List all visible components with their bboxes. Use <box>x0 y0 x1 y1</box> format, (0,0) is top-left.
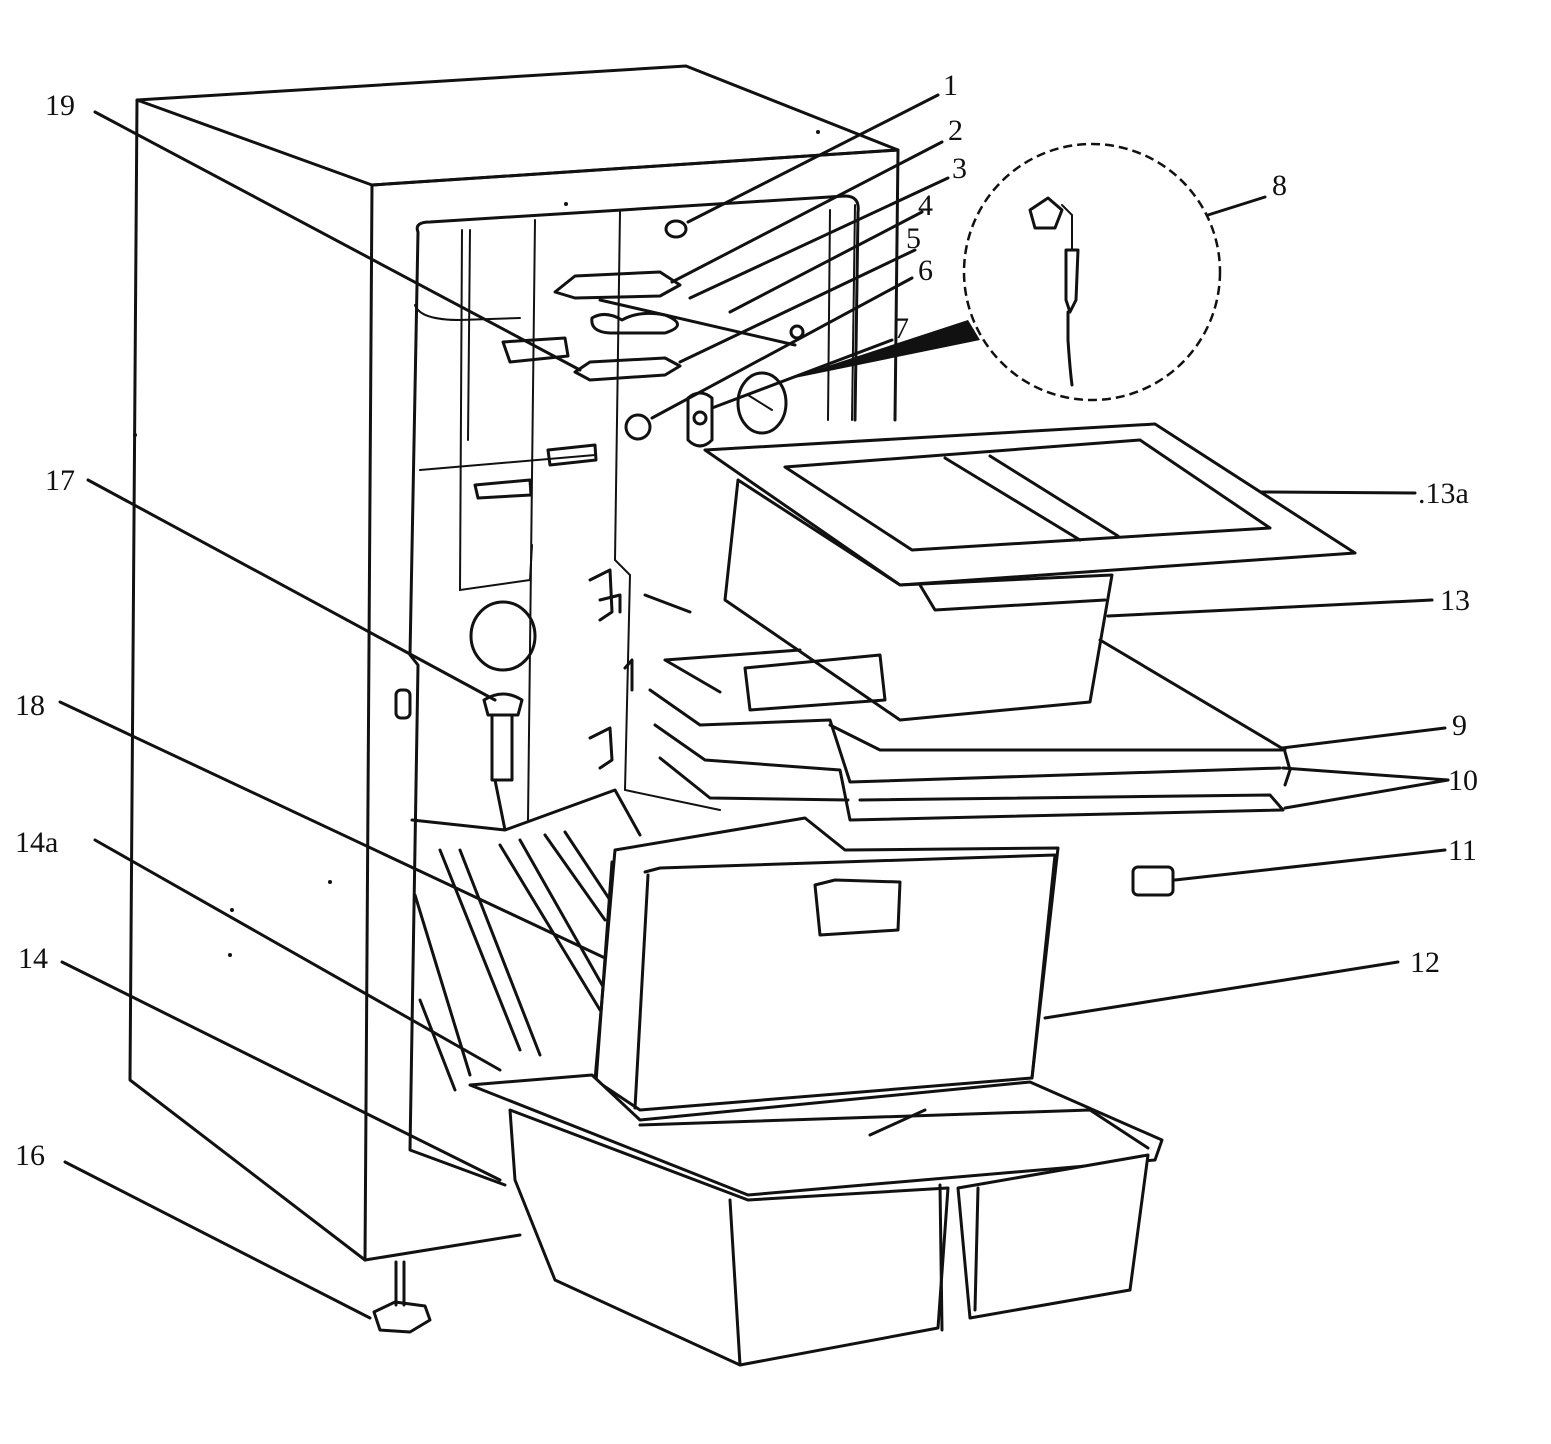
cabinet-liner <box>408 194 860 1187</box>
shelves <box>648 638 1292 897</box>
callout-10: 10 <box>1448 764 1478 797</box>
callout-14: 14 <box>18 942 48 975</box>
callout-6: 6 <box>918 254 933 287</box>
shelf-part-9 <box>663 638 1287 752</box>
callout-9: 9 <box>1452 709 1467 742</box>
callout-13: 13 <box>1440 584 1470 617</box>
vent-grille <box>469 600 537 672</box>
top-interior-parts <box>473 219 980 500</box>
cabinet-side <box>128 98 374 1262</box>
cabinet-top <box>135 64 900 187</box>
callout-1: 1 <box>943 69 958 102</box>
light-area <box>394 600 537 782</box>
clip-part-4 <box>590 311 679 335</box>
callout-3: 3 <box>952 152 967 185</box>
thermostat-part-7 <box>686 391 714 448</box>
shelf-part-10 <box>653 723 1285 822</box>
callout-18: 18 <box>15 689 45 722</box>
drawer-cover-part-14a <box>468 1073 1164 1197</box>
stop-part-11 <box>1131 865 1175 897</box>
knob-part-6 <box>624 413 652 441</box>
callout-2: 2 <box>948 114 963 147</box>
leveling-foot-part-16 <box>372 1260 432 1334</box>
bar-part-5 <box>573 356 682 382</box>
cabinet <box>128 64 900 1262</box>
drawer-part-14 <box>508 1108 950 1367</box>
bracket-part-2 <box>553 270 682 300</box>
callout-4: 4 <box>918 189 933 222</box>
callout-5: 5 <box>906 222 921 255</box>
callout-7: 7 <box>894 312 909 345</box>
bottom-drawers <box>468 1073 1164 1367</box>
callout-12: 12 <box>1410 946 1440 979</box>
cover-part-13a <box>703 422 1357 587</box>
crisper-top <box>703 422 1357 722</box>
lower-assembly <box>410 778 1060 1112</box>
callout-13a: .13a <box>1418 477 1469 510</box>
callout-labels: 1 2 3 4 5 6 7 8 .13a 13 9 10 11 12 19 17… <box>15 69 1478 1172</box>
detail-circle-8 <box>962 142 1222 402</box>
callout-19: 19 <box>45 89 75 122</box>
callout-8: 8 <box>1272 169 1287 202</box>
rail-area <box>410 778 642 837</box>
leader-lines <box>58 93 1450 1320</box>
callout-11: 11 <box>1448 834 1477 867</box>
callout-14a: 14a <box>15 826 58 859</box>
callout-17: 17 <box>45 464 75 497</box>
shelf-supports <box>588 568 692 770</box>
screw-part-1 <box>664 219 688 239</box>
callout-16: 16 <box>15 1139 45 1172</box>
drawer-part-14-right <box>956 1153 1150 1320</box>
cabinet-front-frame <box>370 148 900 422</box>
rod-part-3 <box>598 298 797 347</box>
